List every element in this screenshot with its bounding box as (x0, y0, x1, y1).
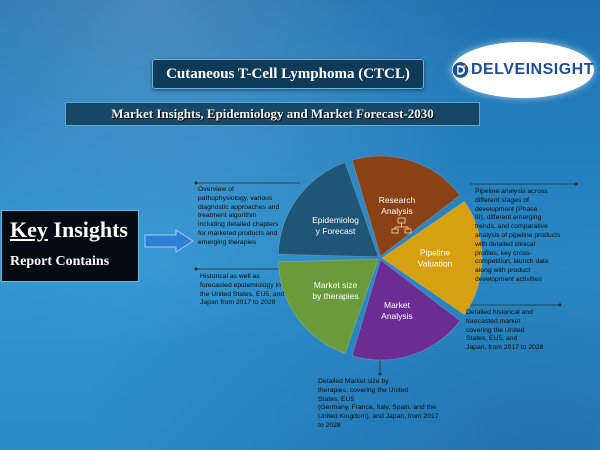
note-pipeline: Pipeline analysis across different stage… (475, 188, 561, 283)
segment-research (351, 155, 461, 257)
note-market-size: Detailed Market size by therapies, cover… (318, 378, 439, 429)
key-insights-box: Key Insights Report Contains (1, 210, 139, 282)
insights-word: Insights (53, 217, 128, 242)
note-market-analysis: Detailed historical and forecasted marke… (466, 309, 544, 352)
report-title: Cutaneous T-Cell Lymphoma (CTCL) (152, 59, 424, 89)
segment-epidemiology (278, 162, 379, 258)
note-epidemiology: Historical as well as forecasted epidemi… (200, 273, 285, 307)
key-insights-heading: Key Insights (10, 217, 128, 243)
segment-pipeline (381, 200, 483, 316)
segment-market-analysis (351, 259, 461, 361)
right-arrow-icon (144, 229, 194, 253)
delveinsight-logo-mark-icon (452, 62, 469, 78)
segment-market-size (278, 258, 379, 354)
note-research: Overview of pathophysiology, various dia… (198, 186, 280, 246)
report-subtitle: Market Insights, Epidemiology and Market… (65, 102, 480, 126)
delveinsight-logo: DELVEINSIGHT (452, 42, 594, 98)
report-contains-label: Report Contains (10, 254, 110, 269)
logo-text: DELVEINSIGHT (470, 61, 594, 78)
key-word: Key (10, 217, 48, 242)
org-chart-icon (391, 217, 412, 234)
